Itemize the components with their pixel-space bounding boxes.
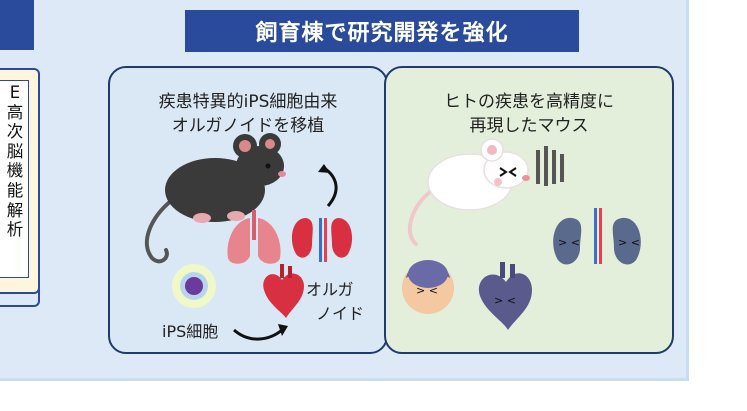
curved-arrow-up-icon <box>318 164 338 207</box>
organoid-label-line1: オルガ <box>306 280 354 299</box>
left-side-card-inner: E 高 次 脳 機 能 解 析 <box>0 80 29 278</box>
organoid-label-line2: ノイド <box>316 304 365 323</box>
vertical-char: 次 <box>6 122 24 142</box>
vertical-char: 能 <box>6 180 24 200</box>
ips-cell-icon <box>172 264 216 308</box>
left-card-connector <box>0 289 40 307</box>
left-side-card: E 高 次 脳 機 能 解 析 <box>0 68 40 294</box>
sick-brain-icon: > < <box>402 260 454 314</box>
curved-arrow-right-icon <box>233 324 288 341</box>
svg-text:> <: > < <box>618 236 640 249</box>
vertical-char: E <box>9 83 21 102</box>
kidneys-icon <box>291 218 353 262</box>
vertical-char: 析 <box>6 220 24 240</box>
svg-text:> <: > < <box>494 294 516 307</box>
panel-left-title-line2: オルガノイドを移植 <box>171 116 325 136</box>
left-header-strip <box>0 0 34 50</box>
panel-left-title-line1: 疾患特異的iPS細胞由来 <box>158 92 338 112</box>
svg-text:> <: > < <box>416 284 438 297</box>
vertical-char: 機 <box>6 161 24 181</box>
svg-text:> <: > < <box>558 236 580 249</box>
sick-heart-icon: > < <box>478 262 532 330</box>
lungs-icon <box>227 210 281 264</box>
panel-organoid-transplant: 疾患特異的iPS細胞由来 オルガノイドを移植 <box>108 66 388 354</box>
panel-disease-model-mouse: ヒトの疾患を高精度に 再現したマウス > < <box>384 66 674 354</box>
heart-icon <box>263 264 304 318</box>
black-mouse-icon <box>144 133 286 264</box>
vertical-char: 解 <box>6 200 24 220</box>
vertical-label: E 高 次 脳 機 能 解 析 <box>6 83 24 240</box>
white-mouse-icon <box>407 138 530 246</box>
ips-cell-label: iPS細胞 <box>162 322 219 341</box>
panel-right-title-line2: 再現したマウス <box>469 116 589 136</box>
stress-lines-icon <box>536 146 564 186</box>
vertical-char: 高 <box>6 102 24 122</box>
vertical-char: 脳 <box>6 141 24 161</box>
banner-title: 飼育棟で研究開発を強化 <box>185 10 579 52</box>
sick-kidneys-icon: > < > < <box>553 208 641 265</box>
panel-right-title-line1: ヒトの疾患を高精度に <box>444 92 614 112</box>
